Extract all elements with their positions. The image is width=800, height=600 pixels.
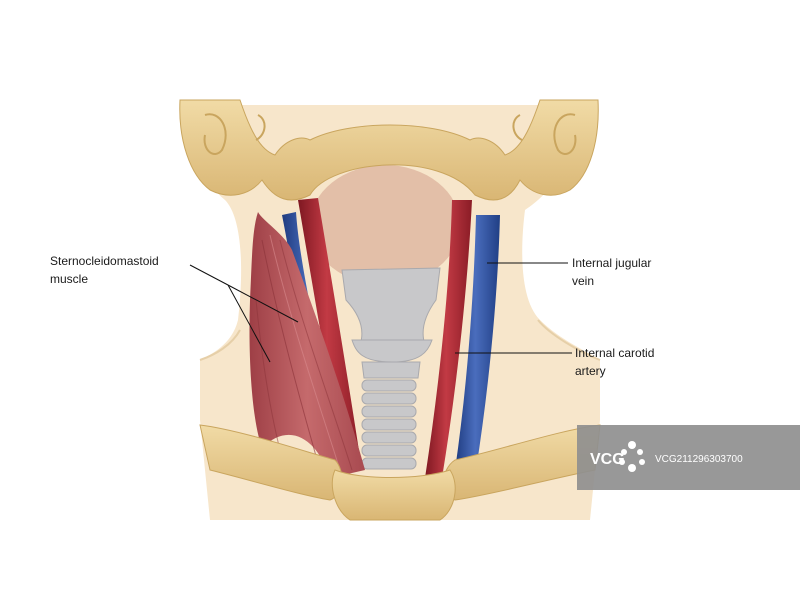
- leader-scm-3: [227, 284, 271, 363]
- clavicles: [199, 424, 601, 521]
- sternum: [331, 469, 456, 521]
- watermark-background: [577, 425, 800, 490]
- label-scm-line1: Sternocleidomastoid: [50, 254, 159, 268]
- watermark-brand: VCG: [590, 451, 625, 468]
- trachea-rings: [361, 379, 417, 470]
- skull-base: [179, 99, 599, 201]
- watermark: VCG VCG211296303700: [577, 425, 800, 490]
- leader-scm-1: [189, 264, 229, 286]
- label-ijv-line2: vein: [572, 274, 594, 288]
- watermark-code: VCG211296303700: [655, 454, 743, 465]
- pharynx: [310, 165, 460, 285]
- labels: Sternocleidomastoid muscle Internal jugu…: [50, 254, 654, 378]
- larynx-trachea: [341, 267, 441, 379]
- right-internal-jugular-vein: [455, 215, 500, 470]
- right-internal-carotid-artery: [425, 200, 472, 478]
- label-ijv-line1: Internal jugular: [572, 256, 651, 270]
- sternocleidomastoid-muscle: [249, 212, 365, 478]
- watermark-logo-icon: [619, 441, 645, 472]
- label-ica-line2: artery: [575, 364, 606, 378]
- label-scm-line2: muscle: [50, 272, 88, 286]
- leader-lines: [189, 262, 572, 363]
- left-internal-carotid-artery: [298, 198, 362, 470]
- label-ica-line1: Internal carotid: [575, 346, 654, 360]
- leader-scm-2: [227, 284, 299, 323]
